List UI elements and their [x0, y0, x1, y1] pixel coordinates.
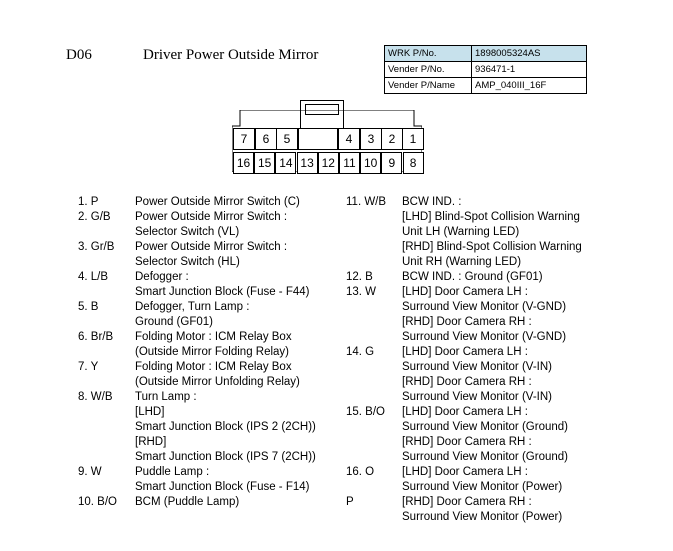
pin-number: 9. W — [78, 466, 102, 478]
pin-description: Turn Lamp : — [135, 391, 197, 403]
connector-pin-14: 14 — [275, 152, 297, 174]
pin-description: Unit LH (Warning LED) — [402, 226, 520, 238]
connector-pin-4: 4 — [338, 128, 360, 150]
pin-description: [RHD] — [135, 436, 167, 448]
pin-description: [RHD] Door Camera RH : — [402, 376, 532, 388]
connector-shell — [232, 110, 422, 172]
connector-pin-3: 3 — [360, 128, 382, 150]
pin-description: Surround View Monitor (Power) — [402, 511, 563, 523]
pin-description: Power Outside Mirror Switch : — [135, 241, 288, 253]
connector-pin-12: 12 — [317, 152, 339, 174]
pin-number: 8. W/B — [78, 391, 113, 403]
pin-description: Power Outside Mirror Switch (C) — [135, 196, 300, 208]
info-row: Vender P/No. 936471-1 — [384, 61, 587, 78]
pin-description: Surround View Monitor (Ground) — [402, 451, 568, 463]
pin-description: Surround View Monitor (V-IN) — [402, 361, 552, 373]
pin-number: 12. B — [346, 271, 373, 283]
connector-pin-8: 8 — [402, 152, 424, 174]
info-row: WRK P/No. 1898005324AS — [384, 45, 587, 62]
pin-description: [LHD] Door Camera LH : — [402, 406, 528, 418]
connector-pin-2: 2 — [381, 128, 403, 150]
pin-description: Puddle Lamp : — [135, 466, 210, 478]
pin-description: (Outside Mirror Folding Relay) — [135, 346, 290, 358]
pin-description: [RHD] Door Camera RH : — [402, 316, 532, 328]
pin-description: Defogger, Turn Lamp : — [135, 301, 250, 313]
pin-number: P — [346, 496, 354, 508]
pin-description: [LHD] Blind-Spot Collision Warning — [402, 211, 580, 223]
connector-pin-13: 13 — [296, 152, 318, 174]
pin-description: BCM (Puddle Lamp) — [135, 496, 240, 508]
connector-pin-6: 6 — [255, 128, 277, 150]
info-label: WRK P/No. — [384, 45, 472, 62]
connector-pin-1: 1 — [402, 128, 424, 150]
pin-description: (Outside Mirror Unfolding Relay) — [135, 376, 300, 388]
connector-pin-11: 11 — [339, 152, 360, 174]
pin-description: Smart Junction Block (Fuse - F44) — [135, 286, 310, 298]
connector-pin-5: 5 — [276, 128, 298, 150]
pin-description: Selector Switch (HL) — [135, 256, 240, 268]
pin-description: [LHD] Door Camera LH : — [402, 346, 528, 358]
pin-number: 16. O — [346, 466, 375, 478]
pin-number: 15. B/O — [346, 406, 385, 418]
connector-pin-15: 15 — [254, 152, 276, 174]
part-info-table: WRK P/No. 1898005324AS Vender P/No. 9364… — [384, 45, 587, 94]
pin-description: [RHD] Blind-Spot Collision Warning — [402, 241, 582, 253]
pin-description: Surround View Monitor (V-GND) — [402, 301, 567, 313]
pin-number: 1. P — [78, 196, 99, 208]
connector-pin-16: 16 — [233, 152, 254, 174]
info-value: 1898005324AS — [471, 45, 587, 62]
pin-description: Unit RH (Warning LED) — [402, 256, 522, 268]
pin-description: BCW IND. : Ground (GF01) — [402, 271, 543, 283]
pin-number: 7. Y — [78, 361, 99, 373]
info-label: Vender P/Name — [384, 77, 472, 94]
pin-description: Selector Switch (VL) — [135, 226, 240, 238]
pin-description: Surround View Monitor (Power) — [402, 481, 563, 493]
pin-description: BCW IND. : — [402, 196, 462, 208]
connector-pin-9: 9 — [381, 152, 403, 174]
pin-description: Smart Junction Block (Fuse - F14) — [135, 481, 310, 493]
info-label: Vender P/No. — [384, 61, 472, 78]
pin-description: Smart Junction Block (IPS 2 (2CH)) — [135, 421, 316, 433]
pin-description: Surround View Monitor (Ground) — [402, 421, 568, 433]
pin-number: 13. W — [346, 286, 377, 298]
pin-number: 14. G — [346, 346, 375, 358]
pin-number: 3. Gr/B — [78, 241, 115, 253]
pin-number: 11. W/B — [346, 196, 387, 208]
pin-number: 10. B/O — [78, 496, 117, 508]
info-value: 936471-1 — [471, 61, 587, 78]
pin-description: Surround View Monitor (V-IN) — [402, 391, 552, 403]
pin-description: [LHD] — [135, 406, 165, 418]
pin-description: Defogger : — [135, 271, 189, 283]
pin-description: [LHD] Door Camera LH : — [402, 466, 528, 478]
pin-description: [RHD] Door Camera RH : — [402, 496, 532, 508]
pin-description: Ground (GF01) — [135, 316, 213, 328]
info-value: AMP_040III_16F — [471, 77, 587, 94]
connector-pin-10: 10 — [360, 152, 382, 174]
pin-number: 5. B — [78, 301, 99, 313]
connector-title: Driver Power Outside Mirror — [143, 47, 319, 63]
pin-number: 2. G/B — [78, 211, 111, 223]
pin-description: [LHD] Door Camera LH : — [402, 286, 528, 298]
connector-pin-blank — [298, 128, 338, 150]
pin-description: Folding Motor : ICM Relay Box — [135, 331, 292, 343]
pin-number: 4. L/B — [78, 271, 109, 283]
pin-description: Power Outside Mirror Switch : — [135, 211, 288, 223]
connector-pin-7: 7 — [233, 128, 255, 150]
connector-code: D06 — [66, 47, 92, 63]
pin-description: Surround View Monitor (V-GND) — [402, 331, 567, 343]
pin-description: Folding Motor : ICM Relay Box — [135, 361, 292, 373]
pin-description: [RHD] Door Camera RH : — [402, 436, 532, 448]
pin-description: Smart Junction Block (IPS 7 (2CH)) — [135, 451, 316, 463]
info-row: Vender P/Name AMP_040III_16F — [384, 77, 587, 94]
pin-number: 6. Br/B — [78, 331, 114, 343]
